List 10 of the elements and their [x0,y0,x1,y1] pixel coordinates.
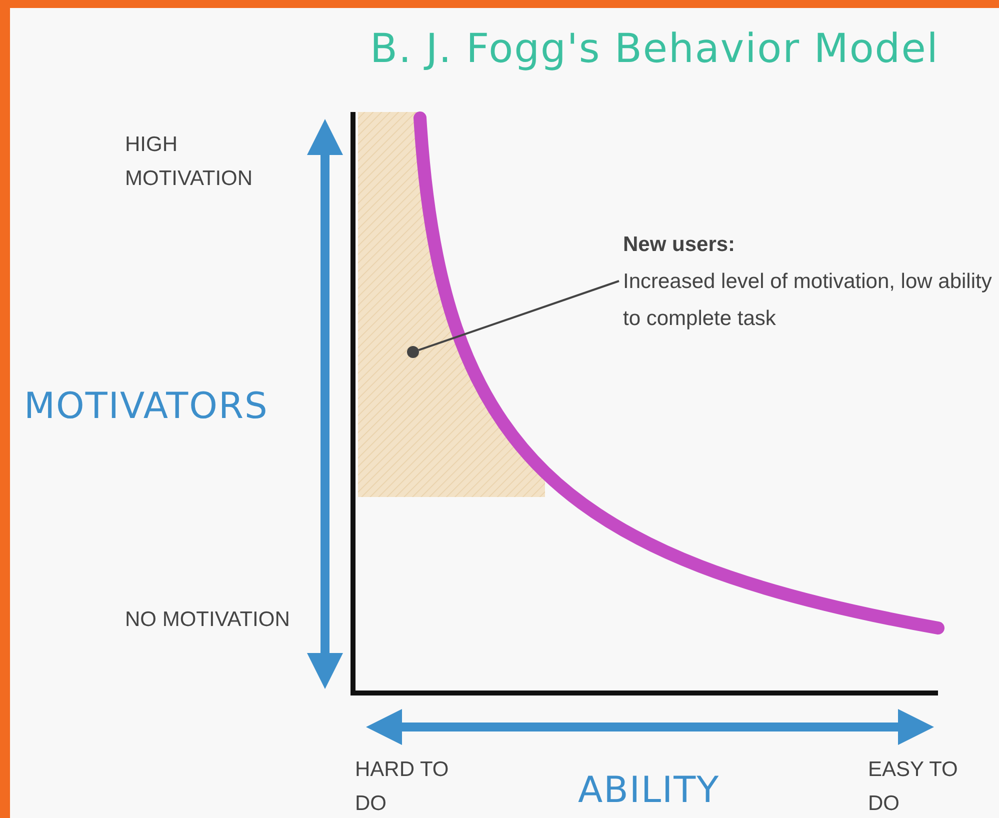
axis-label: HARD TO DO [355,757,450,817]
axis-label: NO MOTIVATION [125,607,291,633]
axis-title: MOTIVATORS [24,386,270,427]
chart-title: B. J. Fogg's Behavior Model [370,26,939,72]
axis-label: EASY TO DO [868,757,959,817]
callout-heading: New users: [623,232,736,258]
axis-label: HIGH MOTIVATION [125,132,254,192]
leader-line [418,280,620,351]
callout-body: Increased level of motivation, low ability to complete task [623,269,993,332]
axis-title: ABILITY [578,770,721,811]
